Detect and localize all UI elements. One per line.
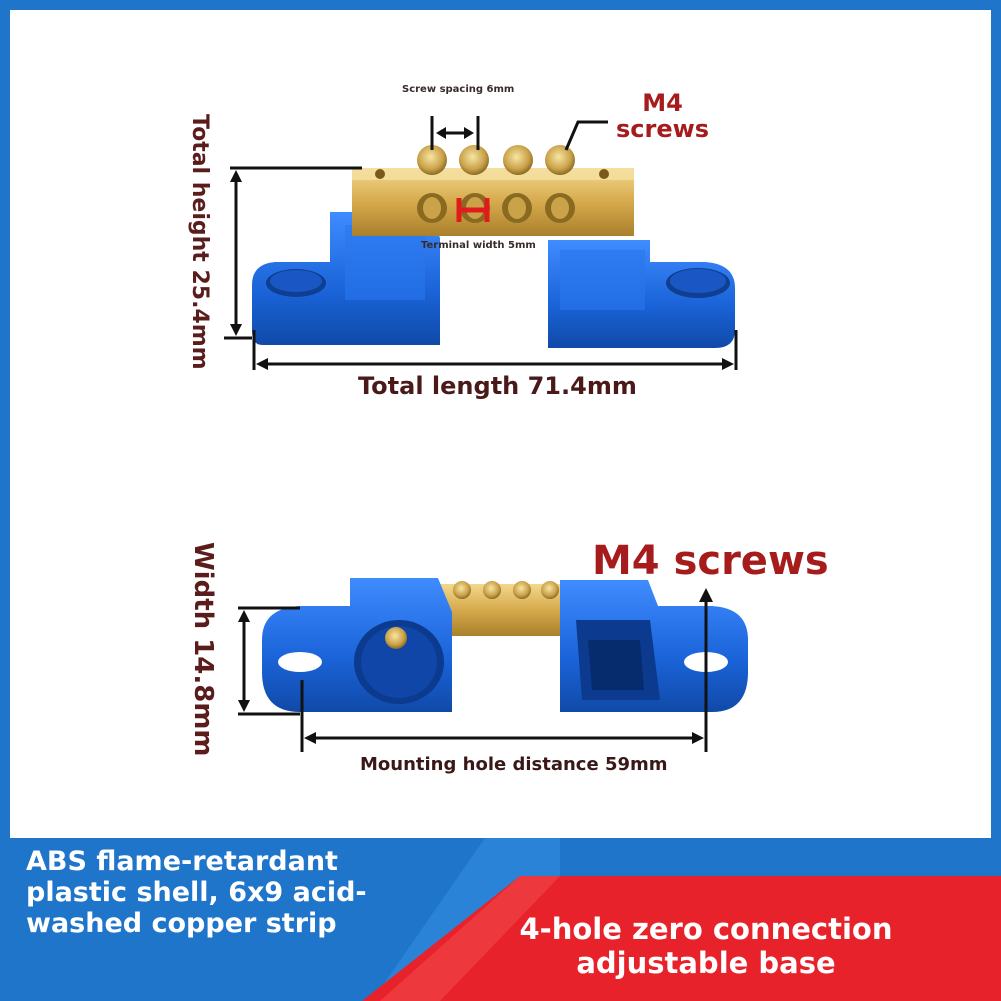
top-view-busbar: [252, 145, 735, 348]
material-description: ABS flame-retardant plastic shell, 6x9 a…: [26, 846, 367, 939]
product-name-banner: 4-hole zero connection adjustable base: [519, 912, 893, 980]
bottom-dimension-lines: [238, 588, 713, 752]
footer-banners: [0, 838, 1001, 1001]
terminal-width-label: Terminal width 5mm: [421, 240, 536, 251]
top-m4-screws-label: M4 screws: [616, 89, 710, 143]
bottom-m4-screws-label: M4 screws: [592, 538, 829, 584]
bottom-view-busbar: [262, 578, 748, 712]
top-dimension-lines: [224, 116, 738, 370]
mounting-hole-distance-label: Mounting hole distance 59mm: [360, 754, 668, 775]
screw-spacing-label: Screw spacing 6mm: [402, 84, 515, 95]
width-label: Width 14.8mm: [188, 542, 218, 757]
total-length-label: Total length 71.4mm: [358, 372, 637, 400]
content-panel: [10, 10, 991, 838]
total-height-label: Total height 25.4mm: [187, 114, 212, 370]
